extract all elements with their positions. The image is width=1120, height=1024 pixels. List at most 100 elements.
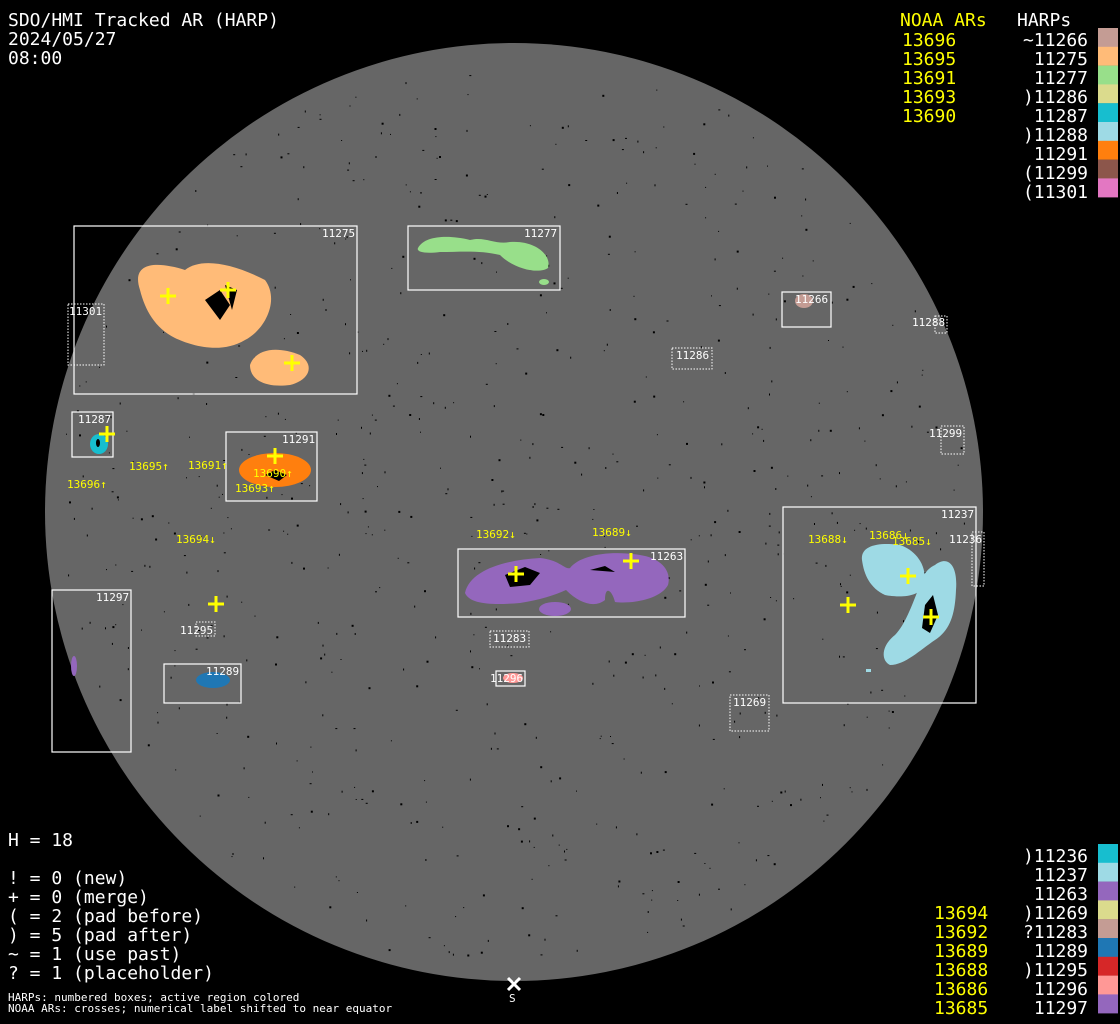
- speckle: [317, 621, 319, 624]
- speckle: [144, 564, 146, 567]
- speckle: [858, 427, 860, 430]
- speckle: [487, 939, 489, 942]
- speckle: [340, 659, 342, 660]
- speckle: [664, 687, 666, 690]
- noaa-cross: [508, 566, 524, 582]
- speckle: [235, 377, 238, 378]
- speckle: [470, 612, 472, 615]
- speckle: [173, 532, 176, 535]
- speckle: [694, 163, 696, 165]
- speckle: [186, 571, 188, 574]
- harp-box-11296[interactable]: 11296: [490, 670, 526, 687]
- harp-color-swatch: [1098, 46, 1118, 66]
- speckle: [734, 203, 737, 205]
- speckle: [546, 255, 548, 257]
- speckle: [524, 723, 527, 726]
- speckle: [960, 447, 963, 450]
- speckle: [495, 608, 497, 611]
- speckle: [685, 203, 688, 205]
- speckle: [470, 435, 471, 438]
- speckle: [744, 649, 746, 651]
- speckle: [769, 393, 770, 396]
- speckle: [561, 126, 564, 129]
- harp-box-11237[interactable]: 11237: [782, 506, 977, 704]
- speckle: [112, 468, 115, 470]
- speckle: [771, 380, 773, 383]
- speckle: [268, 529, 271, 531]
- speckle: [656, 89, 658, 91]
- harp-legend-item: )11286: [1023, 87, 1088, 108]
- harp-label: 11287: [78, 413, 111, 426]
- speckle: [374, 419, 377, 421]
- speckle: [440, 467, 441, 469]
- speckle: [525, 372, 528, 375]
- speckle: [602, 94, 605, 97]
- harp-legend-item: )11269: [1023, 903, 1088, 924]
- speckle: [296, 524, 299, 527]
- speckle: [645, 376, 647, 378]
- speckle: [375, 591, 377, 593]
- speckle: [532, 506, 534, 508]
- speckle: [331, 671, 333, 673]
- speckle: [721, 443, 723, 446]
- harp-box-11299[interactable]: 11299: [929, 425, 965, 455]
- speckle: [381, 122, 384, 125]
- speckle: [539, 413, 542, 416]
- harp-box-11289[interactable]: 11289: [163, 663, 242, 704]
- speckle: [879, 478, 881, 480]
- speckle: [755, 859, 757, 862]
- speckle: [556, 349, 559, 352]
- speckle: [470, 516, 473, 518]
- speckle: [444, 219, 447, 222]
- harp-box-11291[interactable]: 11291: [225, 431, 318, 502]
- harp-box-11277[interactable]: 11277: [407, 225, 561, 291]
- speckle: [375, 156, 377, 158]
- speckle: [526, 533, 528, 535]
- speckle: [802, 275, 804, 277]
- speckle: [467, 954, 470, 957]
- speckle: [349, 105, 351, 107]
- speckle: [546, 507, 549, 509]
- speckle: [773, 863, 776, 866]
- speckle: [711, 295, 712, 297]
- speckle: [223, 635, 225, 638]
- speckle: [626, 182, 628, 184]
- harp-box-11283[interactable]: 11283: [489, 630, 530, 648]
- speckle: [127, 668, 129, 671]
- speckle: [465, 174, 468, 177]
- harp-box-11295[interactable]: 11295: [180, 621, 216, 637]
- speckle: [345, 238, 347, 240]
- speckle: [296, 760, 298, 762]
- harp-box-11301[interactable]: 11301: [67, 303, 105, 366]
- harp-box-11269[interactable]: 11269: [729, 694, 770, 732]
- speckle: [336, 433, 337, 435]
- speckle: [963, 522, 965, 525]
- speckle: [383, 343, 385, 345]
- harp-box-11288[interactable]: 11288: [912, 315, 948, 334]
- speckle: [805, 198, 807, 201]
- harp-box-11236[interactable]: 11236: [949, 531, 985, 587]
- speckle: [320, 657, 323, 660]
- harp-box-11297[interactable]: 11297: [51, 589, 132, 753]
- harp-box-11275[interactable]: 11275: [73, 225, 358, 395]
- speckle: [366, 349, 368, 352]
- speckle: [68, 574, 70, 577]
- harp-label: 11295: [180, 624, 213, 637]
- speckle: [452, 953, 454, 956]
- speckle: [548, 264, 550, 267]
- speckle: [653, 395, 656, 398]
- speckle: [425, 859, 427, 861]
- speckle: [839, 655, 840, 658]
- harp-box-11263[interactable]: 11263: [457, 548, 686, 618]
- speckle: [398, 510, 401, 513]
- speckle: [428, 937, 431, 939]
- speckle: [699, 685, 700, 687]
- speckle: [287, 153, 290, 155]
- harp-box-11286[interactable]: 11286: [671, 347, 713, 370]
- harp-box-11266[interactable]: 11266: [781, 291, 832, 328]
- speckle: [364, 464, 367, 466]
- speckle: [717, 339, 720, 342]
- speckle: [433, 402, 435, 405]
